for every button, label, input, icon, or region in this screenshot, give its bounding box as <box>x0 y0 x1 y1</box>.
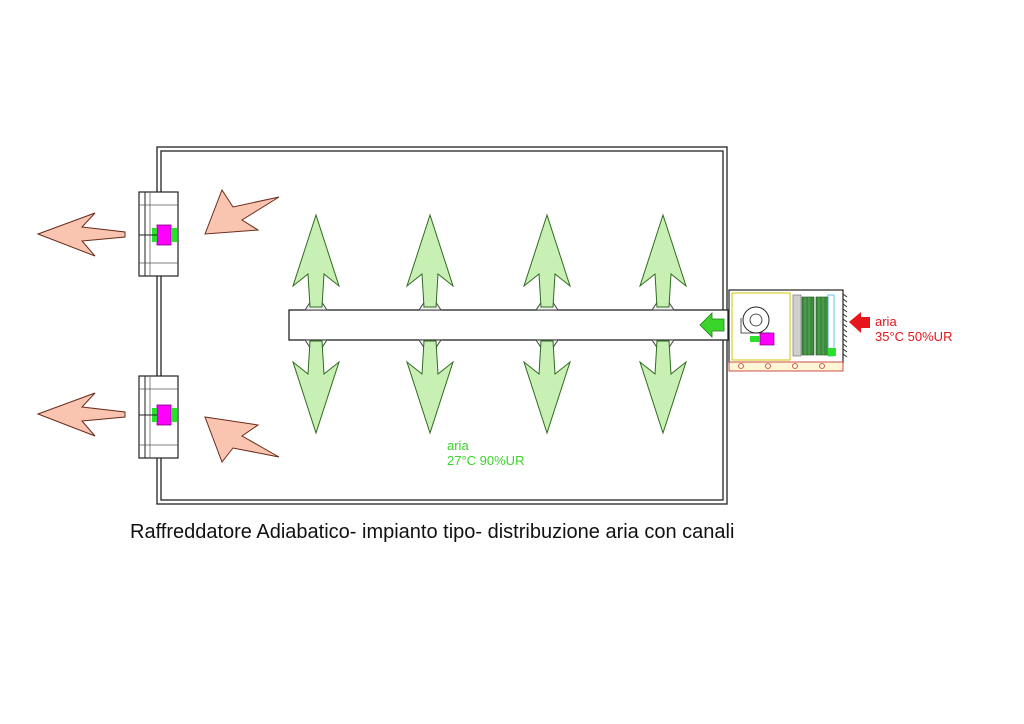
arrow-up-icon <box>406 214 454 308</box>
arrow-left-icon <box>699 312 725 338</box>
arrow-left-icon <box>849 312 870 333</box>
arrow-up-icon <box>639 214 687 308</box>
exhaust-fan-top <box>138 191 179 277</box>
intake-arrows-inside <box>204 188 280 464</box>
inlet-air-word: aria <box>875 314 897 329</box>
arrow-down-icon <box>292 340 340 434</box>
outlet-air-word: aria <box>447 438 469 453</box>
arrow-up-icon <box>292 214 340 308</box>
arrow-down-icon <box>523 340 571 434</box>
arrow-left-icon <box>36 392 126 437</box>
arrow-up-icon <box>523 214 571 308</box>
outlet-air-label: aria 27°C 90%UR <box>447 438 524 468</box>
inlet-air-conditions: 35°C 50%UR <box>875 329 953 344</box>
blower-fan <box>740 306 775 346</box>
exhaust-arrows-outside <box>36 212 126 437</box>
exhaust-fan-bottom <box>138 375 179 459</box>
arrow-left-icon <box>36 212 126 257</box>
outlet-air-conditions: 27°C 90%UR <box>447 453 525 468</box>
supply-duct <box>288 309 729 341</box>
arrow-down-left-icon <box>204 188 280 235</box>
diagram-caption: Raffreddatore Adiabatico- impianto tipo-… <box>130 521 735 543</box>
arrow-down-icon <box>639 340 687 434</box>
adiabatic-cooler-unit <box>728 289 848 372</box>
arrow-down-icon <box>406 340 454 434</box>
arrow-up-left-icon <box>204 416 280 464</box>
inlet-air-label: aria 35°C 50%UR <box>875 314 952 344</box>
